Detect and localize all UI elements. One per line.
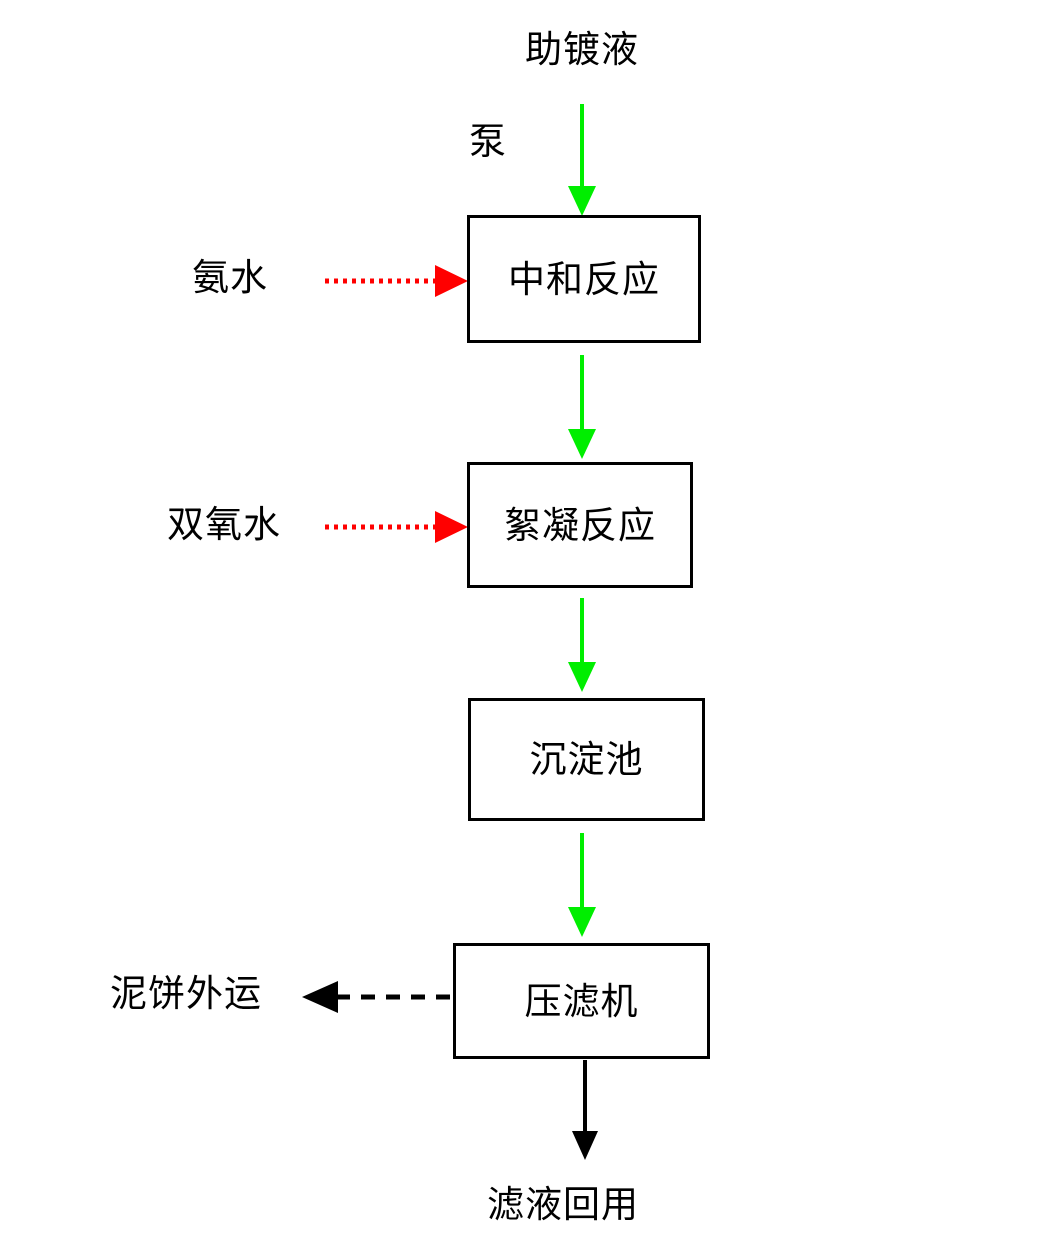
arrow-neutralization-to-flocculation [568, 355, 596, 459]
input-label-hydrogen-peroxide: 双氧水 [167, 503, 281, 546]
process-node-flocculation[interactable]: 絮凝反应 [467, 462, 693, 588]
arrow-sedimentation-to-filterpress [568, 833, 596, 937]
arrow-feed-to-neutralization [568, 104, 596, 216]
arrow-filterpress-to-filtrate [572, 1060, 598, 1160]
arrow-filterpress-to-mudcake [302, 981, 450, 1013]
arrow-ammonia-to-neutralization [325, 265, 468, 297]
feed-stream-title: 助镀液 [525, 28, 639, 71]
arrow-flocculation-to-sedimentation [568, 598, 596, 692]
process-node-label: 沉淀池 [529, 738, 644, 781]
process-node-label: 压滤机 [524, 979, 639, 1023]
process-node-neutralization[interactable]: 中和反应 [467, 215, 701, 343]
output-label-mud-cake: 泥饼外运 [110, 972, 262, 1015]
arrow-peroxide-to-flocculation [325, 511, 468, 543]
pump-label: 泵 [469, 120, 506, 163]
process-node-sedimentation[interactable]: 沉淀池 [468, 698, 705, 821]
output-label-filtrate-reuse: 滤液回用 [487, 1183, 639, 1226]
input-label-ammonia: 氨水 [192, 256, 268, 299]
process-node-label: 絮凝反应 [504, 503, 656, 547]
process-node-label: 中和反应 [508, 257, 660, 301]
process-node-filter-press[interactable]: 压滤机 [453, 943, 710, 1059]
